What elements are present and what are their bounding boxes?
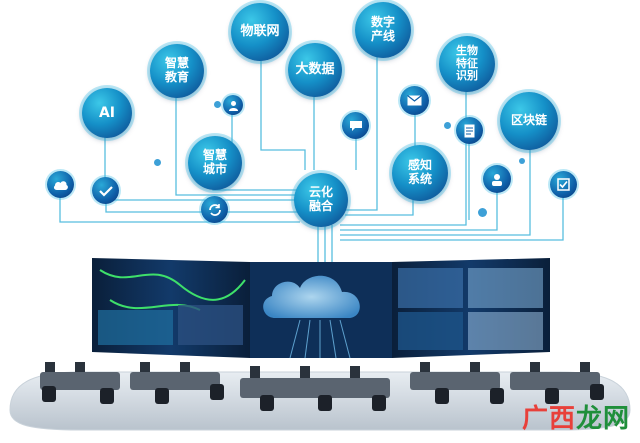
blockchain-label: 区块链: [510, 113, 547, 128]
bubble-smart-education: 智慧 教育: [150, 44, 204, 98]
decor-dot: [444, 122, 451, 129]
smart-education-line1: 智慧: [164, 56, 189, 71]
smart-city-line2: 城市: [202, 162, 227, 176]
biometric-line3: 识别: [456, 69, 478, 83]
biometric-line2: 特征: [456, 56, 478, 70]
decor-dot: [478, 208, 487, 217]
bubble-cloud-fusion: 云化 融合: [294, 173, 348, 227]
smart-education-line2: 教育: [164, 70, 189, 84]
user-icon: [223, 95, 243, 115]
sensing-system-line2: 系统: [407, 172, 432, 186]
mail-icon: [400, 86, 429, 115]
watermark: 广西龙网: [522, 398, 630, 435]
bubble-big-data: 大数据: [288, 43, 342, 97]
cloud-fusion-line1: 云化: [308, 185, 333, 200]
bubble-blockchain: 区块链: [500, 92, 558, 150]
check-icon: [92, 177, 119, 204]
decor-dot: [154, 159, 161, 166]
bubble-iot: 物联网: [231, 3, 289, 61]
checkbox-icon: [550, 171, 577, 198]
decor-dot: [519, 158, 525, 164]
refresh-icon: [201, 196, 228, 223]
watermark-part1: 广西: [521, 404, 576, 434]
bubble-ai: AI: [82, 88, 132, 138]
chat-icon: [342, 112, 369, 139]
control-room-floor: [9, 362, 631, 431]
decor-dot: [214, 101, 221, 108]
digital-production-line1: 数字: [370, 15, 395, 30]
bubble-smart-city: 智慧 城市: [188, 136, 242, 190]
cloud-upload-icon: [47, 171, 74, 198]
tree-lines: [59, 30, 564, 262]
document-icon: [456, 117, 483, 144]
cloud-fusion-line2: 融合: [308, 199, 333, 213]
smart-city-line1: 智慧: [202, 148, 227, 163]
iot-label: 物联网: [240, 23, 280, 39]
digital-production-line2: 产线: [370, 29, 395, 43]
sensing-system-line1: 感知: [407, 158, 432, 173]
watermark-part2: 龙网: [575, 404, 630, 434]
big-data-label: 大数据: [295, 61, 335, 77]
video-wall: [92, 258, 550, 359]
bubble-sensing-system: 感知 系统: [392, 145, 448, 201]
ai-label: AI: [98, 104, 116, 121]
person-icon: [483, 165, 511, 193]
bubble-biometric: 生物 特征 识别: [439, 36, 495, 92]
biometric-line1: 生物: [456, 44, 478, 58]
bubble-digital-production: 数字 产线: [355, 2, 411, 58]
